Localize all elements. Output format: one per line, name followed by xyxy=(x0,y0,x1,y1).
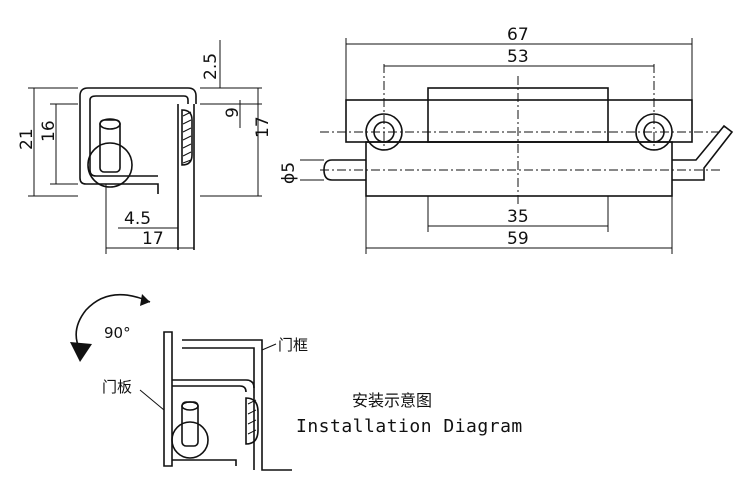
pin-body xyxy=(99,119,121,173)
side-view: 2.5 9 17 21 16 4.5 17 xyxy=(17,40,273,254)
caption-cn: 安装示意图 xyxy=(352,391,432,410)
dim-body-length: 59 xyxy=(507,229,529,249)
dim-hole-spacing: 53 xyxy=(507,47,529,67)
install-barrel xyxy=(171,421,209,459)
dim-body-height: 16 xyxy=(39,120,59,142)
dim-pin-diameter: ϕ5 xyxy=(279,162,299,184)
dim-top-gap: 2.5 xyxy=(201,53,221,80)
bracket-outer xyxy=(79,96,159,194)
spring-hatch xyxy=(181,109,193,166)
installation-diagram: 90° 门框 门板 安装示意图 Installation Diagram xyxy=(70,293,523,471)
bracket-top xyxy=(79,87,197,104)
dim-barrel-width: 35 xyxy=(507,207,529,227)
front-view: 67 53 35 59 ϕ5 xyxy=(279,25,734,254)
rotation-label: 90° xyxy=(104,324,131,342)
caption-en: Installation Diagram xyxy=(296,416,523,437)
dim-base-width: 17 xyxy=(142,229,164,249)
hinge-body xyxy=(365,141,673,197)
install-spring xyxy=(245,397,259,445)
door-frame xyxy=(182,339,292,471)
door-frame-label: 门框 xyxy=(278,336,308,354)
door-panel-label: 门板 xyxy=(102,378,132,396)
bracket-inner xyxy=(89,100,158,177)
dim-inner-height: 17 xyxy=(253,116,273,138)
door-panel xyxy=(163,331,173,467)
rotation-arrow xyxy=(75,293,151,351)
pin-right xyxy=(672,124,734,181)
dim-pin-offset: 4.5 xyxy=(124,209,151,229)
barrel-circle xyxy=(87,142,133,188)
pin-top xyxy=(99,118,121,130)
dim-overall-length: 67 xyxy=(507,25,529,45)
bracket-inner-top xyxy=(89,95,189,104)
dim-overall-height: 21 xyxy=(17,128,37,150)
dim-spring-offset: 9 xyxy=(223,107,243,118)
